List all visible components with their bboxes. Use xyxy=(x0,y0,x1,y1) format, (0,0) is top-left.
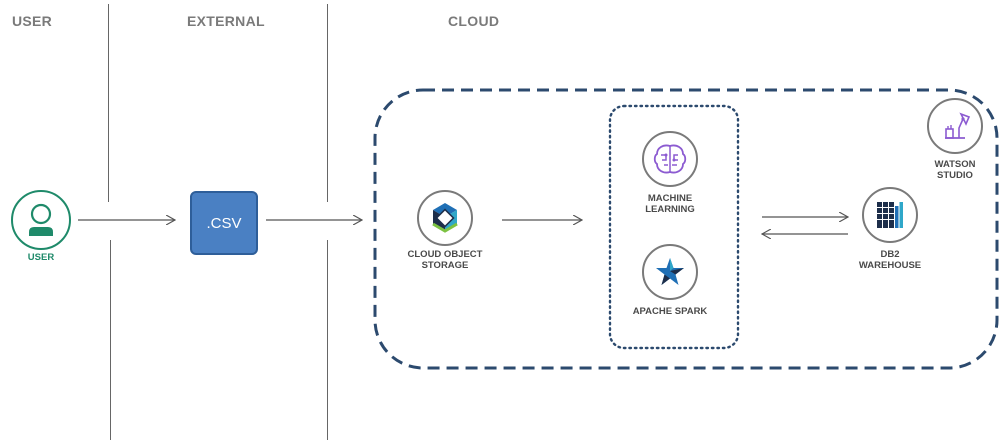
separator-line-1-top xyxy=(108,4,109,202)
db2-warehouse-node xyxy=(862,187,918,243)
db2-grid-icon xyxy=(877,202,903,228)
csv-file-label: .CSV xyxy=(206,214,242,232)
machine-learning-node xyxy=(642,131,698,187)
desk-lamp-icon xyxy=(945,112,971,139)
cloud-object-storage-node xyxy=(417,190,473,246)
brain-icon xyxy=(653,144,687,174)
apache-spark-label: APACHE SPARK xyxy=(632,306,708,317)
user-node-label: USER xyxy=(27,252,55,263)
separator-line-2-bottom xyxy=(327,240,328,440)
cloud-object-storage-label: CLOUD OBJECT STORAGE xyxy=(407,249,483,271)
cloud-boundary xyxy=(373,88,999,370)
user-node xyxy=(11,190,71,250)
column-title-cloud: CLOUD xyxy=(448,13,500,29)
csv-file-node: .CSV xyxy=(190,191,258,255)
db2-warehouse-label: DB2 WAREHOUSE xyxy=(858,249,922,271)
watson-studio-node xyxy=(927,98,983,154)
star-icon xyxy=(656,258,684,285)
apache-spark-node xyxy=(642,244,698,300)
watson-studio-label: WATSON STUDIO xyxy=(934,159,976,181)
user-icon xyxy=(29,203,53,236)
cube-storage-icon xyxy=(432,203,458,233)
separator-line-1-bottom xyxy=(110,240,111,440)
processing-boundary xyxy=(608,104,740,350)
column-title-external: EXTERNAL xyxy=(187,13,265,29)
column-title-user: USER xyxy=(12,13,53,29)
machine-learning-label: MACHINE LEARNING xyxy=(645,193,695,215)
separator-line-2-top xyxy=(327,4,328,202)
